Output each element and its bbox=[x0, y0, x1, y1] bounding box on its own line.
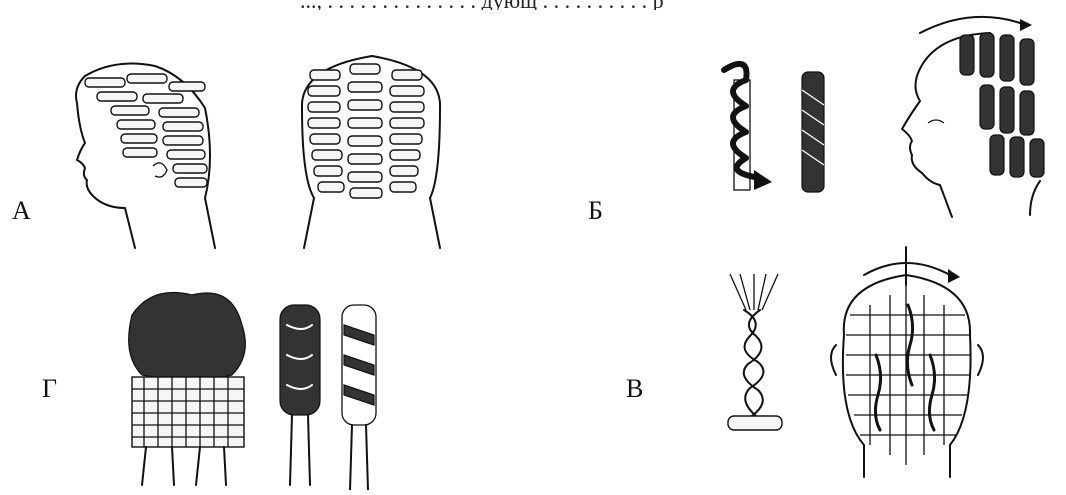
figure-v-back-drawing bbox=[820, 245, 995, 480]
figure-label-v: В bbox=[626, 374, 643, 404]
figure-v-braid-drawing bbox=[720, 270, 790, 450]
figure-label-a: А bbox=[12, 196, 31, 226]
figure-label-b: Б bbox=[588, 196, 603, 226]
figure-a-curlers-icon bbox=[55, 48, 325, 258]
figure-label-g: Г bbox=[42, 374, 57, 404]
top-caption-fragment: ..., . . . . . . . . . . . . . . дующ . … bbox=[300, 0, 860, 10]
wrapped-band bbox=[132, 377, 244, 447]
figure-g-drawing bbox=[112, 285, 412, 490]
figure-a-drawing bbox=[55, 48, 325, 258]
figure-b-profile-icon bbox=[880, 5, 1060, 220]
figure-a-back-drawing bbox=[290, 48, 455, 253]
figure-g-wrapped-hair-icon bbox=[112, 285, 412, 490]
figure-v-braid-icon bbox=[720, 270, 790, 450]
side-curler-rows bbox=[85, 74, 207, 187]
figure-a-back-view bbox=[290, 48, 455, 253]
figure-b-spiral-curler-icon bbox=[710, 50, 850, 200]
vertical-spiral-curlers bbox=[960, 33, 1044, 177]
figure-b-profile-drawing bbox=[880, 5, 1060, 220]
figure-b-spiral-drawing bbox=[710, 50, 850, 200]
back-curler-grid bbox=[308, 64, 424, 198]
figure-v-back-head-icon bbox=[820, 245, 995, 480]
